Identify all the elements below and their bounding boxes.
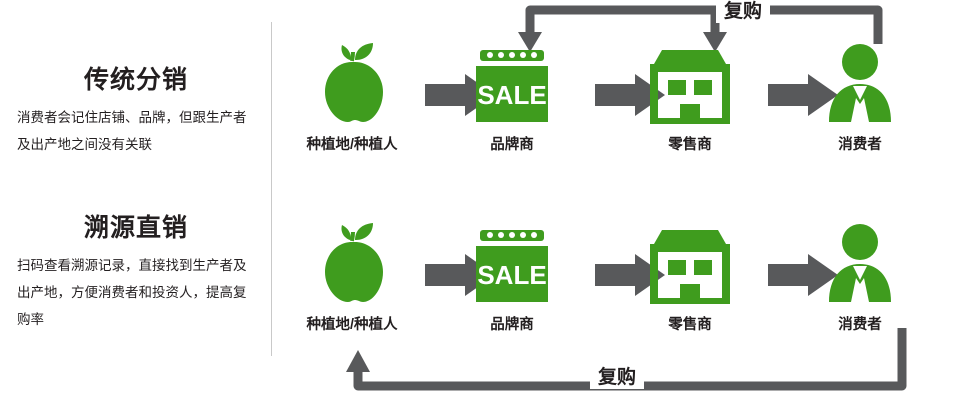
sale-store-icon: SALE (442, 222, 582, 304)
flow-arrow-2-traditional (595, 74, 665, 121)
node-consumer-traditional: 消费者 (790, 42, 930, 154)
node-label: 零售商 (668, 317, 712, 333)
flow-row-traceable: 种植地/种植人 SALE 品牌商 (290, 222, 975, 352)
consumer-icon (790, 42, 930, 124)
node-retailer-traceable: 零售商 (620, 222, 760, 334)
node-retailer-traditional: 零售商 (620, 42, 760, 154)
section-description-traditional: 消费者会记住店铺、品牌，但跟生产者及出产地之间没有关联 (17, 110, 247, 152)
store-sign-text: SALE (477, 260, 546, 290)
apple-icon (282, 42, 422, 124)
retail-store-icon (620, 222, 760, 304)
loop-label-top: 复购 (716, 0, 771, 23)
loop-label-bottom: 复购 (590, 362, 645, 389)
section-description-traceable: 扫码查看溯源记录，直接找到生产者及出产地，方便消费者和投资人，提高复购率 (17, 258, 247, 327)
vertical-divider (271, 22, 272, 356)
node-label: 种植地/种植人 (306, 137, 398, 153)
left-text-panel: 传统分销 消费者会记住店铺、品牌，但跟生产者及出产地之间没有关联 溯源直销 扫码… (0, 0, 272, 416)
sale-store-icon: SALE (442, 42, 582, 124)
section-title-traceable: 溯源直销 (83, 214, 188, 242)
flow-arrow-3-traceable (768, 254, 838, 301)
node-grower-traceable: 种植地/种植人 (282, 222, 422, 334)
node-label: 品牌商 (490, 137, 534, 153)
node-label: 种植地/种植人 (306, 317, 398, 333)
node-consumer-traceable: 消费者 (790, 222, 930, 334)
consumer-icon (790, 222, 930, 304)
node-label: 零售商 (668, 137, 712, 153)
node-label: 消费者 (838, 317, 882, 333)
flow-arrow-2-traceable (595, 254, 665, 301)
flow-arrow-3-traditional (768, 74, 838, 121)
section-title-traditional: 传统分销 (83, 66, 188, 94)
retail-store-icon (620, 42, 760, 124)
store-sign-text: SALE (477, 80, 546, 110)
node-grower-traditional: 种植地/种植人 (282, 42, 422, 154)
flow-row-traditional: 种植地/种植人 SALE 品牌商 (290, 42, 975, 172)
node-label: 品牌商 (490, 317, 534, 333)
apple-icon (282, 222, 422, 304)
node-label: 消费者 (838, 137, 882, 153)
node-brand-traditional: SALE 品牌商 (442, 42, 582, 154)
node-brand-traceable: SALE 品牌商 (442, 222, 582, 334)
